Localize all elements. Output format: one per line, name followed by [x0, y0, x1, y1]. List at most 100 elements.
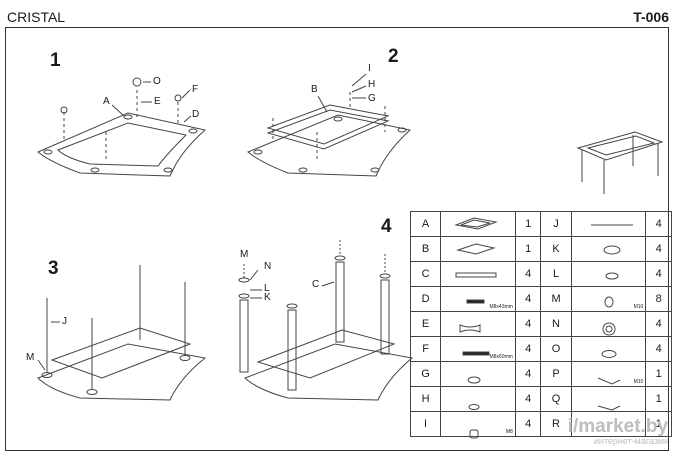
part-size: M8x60mm [489, 354, 513, 360]
label-c: C [312, 279, 320, 290]
part-letter: G [409, 361, 442, 387]
part-quantity: 4 [645, 236, 672, 262]
part-size: M10 [633, 379, 644, 385]
part-letter: E [409, 311, 442, 337]
part-picture [570, 311, 647, 337]
watermark-brand: i/market.by [567, 416, 668, 437]
step1-frame-drawing [37, 77, 207, 177]
step-number-2: 2 [388, 46, 399, 67]
part-picture [440, 236, 516, 262]
part-quantity: 4 [645, 211, 672, 237]
part-quantity: 4 [514, 411, 542, 437]
label-b: B [311, 84, 318, 95]
part-quantity: 4 [645, 311, 672, 337]
step2-glass-drawing [247, 73, 412, 177]
part-letter: H [409, 386, 442, 412]
part-quantity: 4 [645, 336, 672, 362]
part-letter: A [409, 211, 442, 237]
part-letter: D [409, 286, 442, 312]
label-j: J [62, 316, 67, 327]
step4-legs-drawing [238, 240, 414, 401]
part-picture [440, 361, 516, 387]
assembled-table-thumbnail [576, 131, 664, 194]
label-f: F [192, 84, 199, 95]
part-letter: M [540, 286, 572, 312]
part-letter: Q [540, 386, 572, 412]
part-quantity: 1 [645, 386, 672, 412]
part-letter: F [409, 336, 442, 362]
part-quantity: 4 [514, 361, 542, 387]
label-e: E [154, 96, 161, 107]
part-picture [570, 336, 647, 362]
label-h: H [368, 79, 376, 90]
product-name: CRISTAL [7, 9, 66, 25]
part-quantity: 8 [645, 286, 672, 312]
step3-legs-drawing [37, 265, 207, 401]
part-picture [570, 411, 647, 437]
part-quantity: 4 [514, 386, 542, 412]
part-picture: M8 [440, 411, 516, 437]
part-quantity: 1 [514, 211, 542, 237]
label-a: A [103, 96, 110, 107]
part-letter: L [540, 261, 572, 287]
watermark: i/market.by интернет-магазин [568, 417, 668, 446]
part-size: M10 [633, 304, 644, 310]
label-o: O [153, 76, 161, 87]
watermark-subtitle: интернет-магазин [593, 436, 668, 446]
step-number-1: 1 [50, 50, 61, 71]
part-picture: M10 [570, 361, 647, 387]
part-size: M8x43mm [489, 304, 513, 310]
part-picture [570, 386, 647, 412]
part-picture: M8x60mm [440, 336, 516, 362]
label-g: G [368, 93, 376, 104]
part-letter: C [409, 261, 442, 287]
part-letter: K [540, 236, 572, 262]
part-picture [440, 261, 516, 287]
part-letter: J [540, 211, 572, 237]
label-m-step4: M [240, 249, 249, 260]
part-quantity: 4 [645, 261, 672, 287]
part-quantity: 4 [514, 311, 542, 337]
part-picture [570, 261, 647, 287]
part-quantity: 4 [514, 261, 542, 287]
product-code: T-006 [633, 9, 669, 25]
part-letter: B [409, 236, 442, 262]
label-m-step3: M [26, 352, 35, 363]
part-picture [440, 311, 516, 337]
step-number-3: 3 [48, 258, 59, 279]
label-k: K [264, 292, 271, 303]
label-d: D [192, 109, 200, 120]
part-letter: N [540, 311, 572, 337]
part-quantity: 1 [645, 361, 672, 387]
part-letter: P [540, 361, 572, 387]
part-picture: M8x43mm [440, 286, 516, 312]
part-quantity: 1 [645, 411, 672, 437]
part-picture: M10 [570, 286, 647, 312]
part-quantity: 4 [514, 286, 542, 312]
part-picture [440, 386, 516, 412]
part-letter: R [540, 411, 572, 437]
part-letter: O [540, 336, 572, 362]
part-picture [570, 236, 647, 262]
step-number-4: 4 [381, 216, 392, 237]
part-size: M8 [505, 429, 513, 435]
part-quantity: 1 [514, 236, 542, 262]
label-i: I [368, 63, 371, 74]
label-l: L [264, 283, 270, 294]
part-quantity: 4 [514, 336, 542, 362]
part-picture [440, 211, 516, 237]
part-letter: I [409, 411, 442, 437]
label-n: N [264, 261, 272, 272]
part-picture [570, 211, 647, 237]
